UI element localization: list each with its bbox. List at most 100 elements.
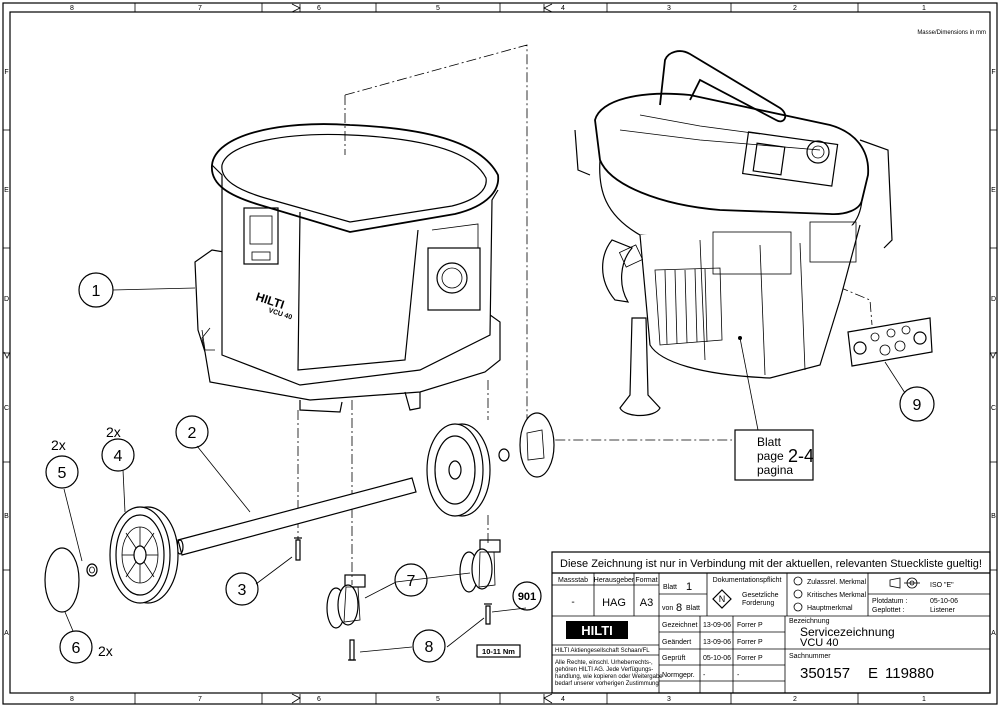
axle-part <box>176 477 417 556</box>
callout-8: 8 <box>412 629 446 663</box>
gezeichnet-label: Gezeichnet <box>662 622 697 629</box>
legal-requirement-line-2: Forderung <box>742 600 774 607</box>
sheet-ref-line-3: pagina <box>757 463 793 477</box>
callout-5-number: 5 <box>58 465 67 482</box>
row-label-left-6: A <box>4 630 9 637</box>
doc-requirement-symbol: N <box>719 594 726 604</box>
callout-2-number: 2 <box>188 425 197 442</box>
plotdatum-label: Plotdatum : <box>872 598 907 605</box>
col-label-bottom-4: 5 <box>436 696 440 703</box>
callout-9-number: 9 <box>913 397 922 414</box>
geplottet-label: Geplottet : <box>872 607 904 614</box>
quantity-label-5: 2x <box>51 437 66 453</box>
col-label-top-3: 6 <box>317 5 321 12</box>
drawing-number-value: 119880 <box>885 665 934 682</box>
geprueft-name: Forrer P <box>737 655 763 662</box>
rights-line-2: gehören HILTI AG. Jede Verfügungs- <box>555 667 653 673</box>
drawing-notice: Diese Zeichnung ist nur in Verbindung mi… <box>560 558 982 570</box>
col-label-top-5: 4 <box>561 5 565 12</box>
callout-2: 2 <box>175 415 209 449</box>
von-label: von <box>662 605 673 612</box>
callout-9: 9 <box>899 386 935 422</box>
callout-4-number: 4 <box>114 448 123 465</box>
row-label-right-3: D <box>991 296 996 303</box>
col-label-bottom-8: 1 <box>922 696 926 703</box>
sheet-ref-range: 2-4 <box>788 446 814 466</box>
merkmal-2-label: Kritisches Merkmal <box>807 592 867 599</box>
col-label-top-2: 7 <box>198 5 202 12</box>
leader-lines <box>63 287 906 653</box>
callout-5: 5 <box>45 455 79 489</box>
dimensions-note: Masse/Dimensions in mm <box>917 30 986 36</box>
hilti-logo: HILTI <box>566 621 628 639</box>
callout-901-number: 901 <box>518 591 536 603</box>
row-label-right-1: F <box>991 69 995 76</box>
col-label-top-8: 1 <box>922 5 926 12</box>
sheet-reference-box: Blatt page pagina 2-4 <box>734 429 814 481</box>
col-label-bottom-1: 8 <box>70 696 74 703</box>
callout-1: 1 <box>78 272 114 308</box>
row-label-right-4: C <box>991 405 996 412</box>
bezeichnung-label: Bezeichnung <box>789 618 830 625</box>
merkmal-1-icon <box>793 576 803 586</box>
col-label-bottom-2: 7 <box>198 696 202 703</box>
geaendert-label: Geändert <box>662 639 691 646</box>
callout-6: 6 <box>59 630 93 664</box>
normgepr-name: - <box>737 672 740 679</box>
callout-3-number: 3 <box>238 582 247 599</box>
merkmal-1-label: Zulassrel. Merkmal <box>807 579 867 586</box>
herausgeber-label: Herausgeber <box>594 577 635 584</box>
right-wheel-part <box>426 423 491 517</box>
merkmal-3-label: Hauptmerkmal <box>807 605 853 612</box>
row-label-left-4: C <box>4 405 9 412</box>
merkmal-2-icon <box>793 589 803 599</box>
sheet-ref-line-2: page <box>757 449 784 463</box>
gezeichnet-date: 13-09-06 <box>703 622 731 629</box>
geaendert-date: 13-09-06 <box>703 639 731 646</box>
plotdatum-value: 05-10-06 <box>930 598 958 605</box>
doc-requirement-label: Dokumentationspflicht <box>713 577 782 584</box>
company-line: HILTI Aktiengesellschaft Schaan/FL <box>555 648 650 654</box>
col-label-bottom-5: 4 <box>561 696 565 703</box>
callout-4: 4 <box>101 438 135 472</box>
bezeichnung-line-1: Servicezeichnung <box>800 625 895 639</box>
geprueft-date: 05-10-06 <box>703 655 731 662</box>
blatt-value: 1 <box>686 581 692 593</box>
col-label-top-4: 5 <box>436 5 440 12</box>
legal-requirement-line-1: Gesetzliche <box>742 592 779 599</box>
torque-label: 10-11 Nm <box>482 647 515 656</box>
rights-line-1: Alle Rechte, einschl. Urheberrechts-, <box>555 660 653 666</box>
callout-901: 901 <box>512 581 542 611</box>
format-value: A3 <box>640 597 653 609</box>
sheet-ref-line-1: Blatt <box>757 435 782 449</box>
rights-line-3: handlung, wie kopieren oder Weitergabe <box>555 674 663 680</box>
projection-symbol-icon <box>889 577 920 589</box>
col-label-top-1: 8 <box>70 5 74 12</box>
torque-box: 10-11 Nm <box>476 644 521 658</box>
screw-parts <box>294 537 492 661</box>
herausgeber-value: HAG <box>602 597 626 609</box>
motor-head-assembly <box>574 50 893 417</box>
massstab-label: Massstab <box>558 577 588 584</box>
blatt-label: Blatt <box>663 584 677 591</box>
geplottet-value: Listener <box>930 607 956 614</box>
massstab-value: - <box>571 597 574 608</box>
left-wheel-part <box>109 506 179 604</box>
quantity-label-6: 2x <box>98 643 113 659</box>
normgepr-label: Normgepr. <box>662 672 695 679</box>
row-label-left-1: F <box>4 69 8 76</box>
col-label-bottom-3: 6 <box>317 696 321 703</box>
index-value: E <box>868 665 878 682</box>
format-label: Format <box>635 577 657 584</box>
row-label-left-5: B <box>4 513 9 520</box>
container-part <box>194 123 501 413</box>
wheel-cap-part <box>44 412 555 613</box>
sachnummer-value: 350157 <box>800 665 850 682</box>
bezeichnung-line-2: VCU 40 <box>800 637 839 649</box>
callout-7: 7 <box>394 563 428 597</box>
callout-1-number: 1 <box>92 283 101 300</box>
callout-3: 3 <box>225 572 259 606</box>
col-label-bottom-7: 2 <box>793 696 797 703</box>
